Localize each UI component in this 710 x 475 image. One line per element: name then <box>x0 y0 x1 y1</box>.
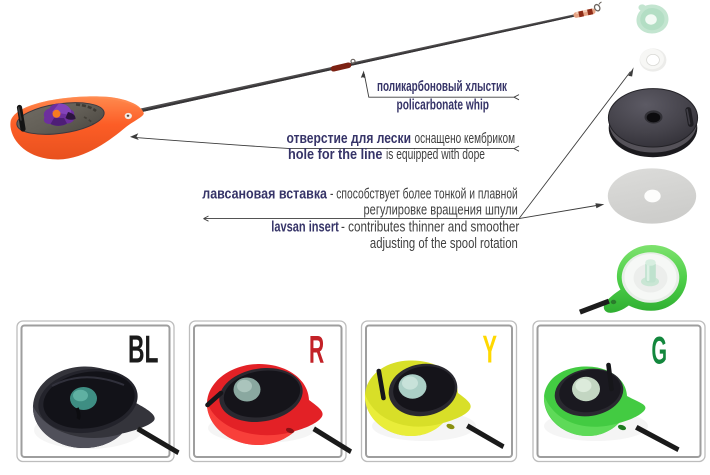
svg-text:G: G <box>652 330 668 373</box>
svg-text:оснащено кембриком: оснащено кембриком <box>415 130 516 147</box>
svg-text:lavsan insert: lavsan insert <box>271 219 339 236</box>
svg-text:поликарбоновый хлыстик: поликарбоновый хлыстик <box>377 78 507 95</box>
svg-text:- contributes thinner and smoo: - contributes thinner and smoother <box>341 219 519 236</box>
svg-text:adjusting of the spool rotatio: adjusting of the spool rotation <box>370 235 518 252</box>
svg-text:Y: Y <box>483 328 498 371</box>
svg-text:отверстие для лески: отверстие для лески <box>287 130 412 147</box>
svg-text:is equipped with dope: is equipped with dope <box>386 146 485 163</box>
svg-text:- способствует более тонкой и: - способствует более тонкой и плавной <box>330 186 518 203</box>
svg-text:лавсановая вставка: лавсановая вставка <box>202 186 327 203</box>
svg-text:регулировке вращения шпули: регулировке вращения шпули <box>364 202 518 219</box>
svg-text:BL: BL <box>128 328 159 371</box>
svg-text:policarbonate whip: policarbonate whip <box>397 97 490 114</box>
svg-text:R: R <box>309 328 324 371</box>
svg-text:hole for the line: hole for the line <box>288 146 383 163</box>
